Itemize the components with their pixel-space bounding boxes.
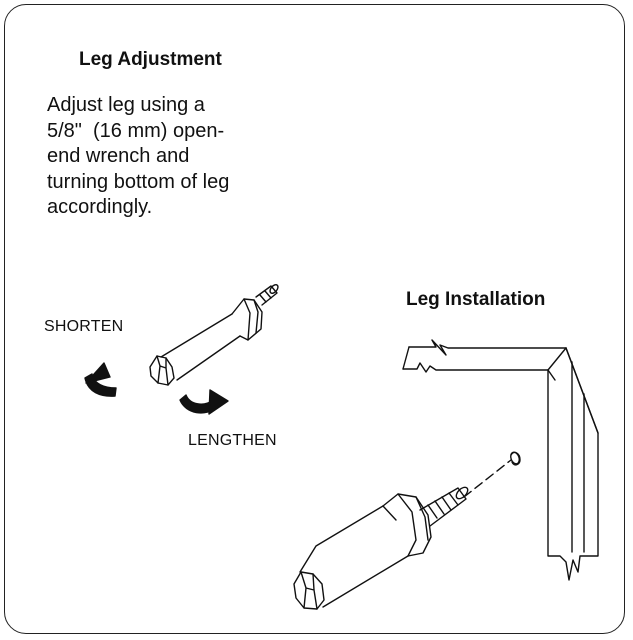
cabinet-corner-illustration — [402, 339, 599, 581]
instruction-line: turning bottom of leg — [47, 170, 230, 193]
lengthen-label: LENGTHEN — [188, 432, 277, 449]
adjustable-leg-illustration — [149, 284, 279, 386]
lengthen-arrow-icon — [179, 389, 229, 415]
instruction-line: end wrench and — [47, 145, 190, 167]
installation-leg-illustration — [293, 486, 469, 610]
instruction-line: 5/8" (16 mm) open- — [47, 119, 225, 142]
instruction-panel — [4, 4, 625, 634]
leg-adjustment-title: Leg Adjustment — [79, 49, 222, 70]
shorten-arrow-icon — [84, 362, 117, 397]
alignment-guide-line — [463, 459, 512, 498]
leg-installation-title: Leg Installation — [406, 289, 546, 310]
adjustment-instructions: Adjust leg using a 5/8" (16 mm) open- en… — [47, 93, 287, 221]
instruction-line: accordingly. — [47, 196, 153, 218]
shorten-label: SHORTEN — [44, 318, 124, 335]
instruction-line: Adjust leg using a — [47, 94, 205, 116]
